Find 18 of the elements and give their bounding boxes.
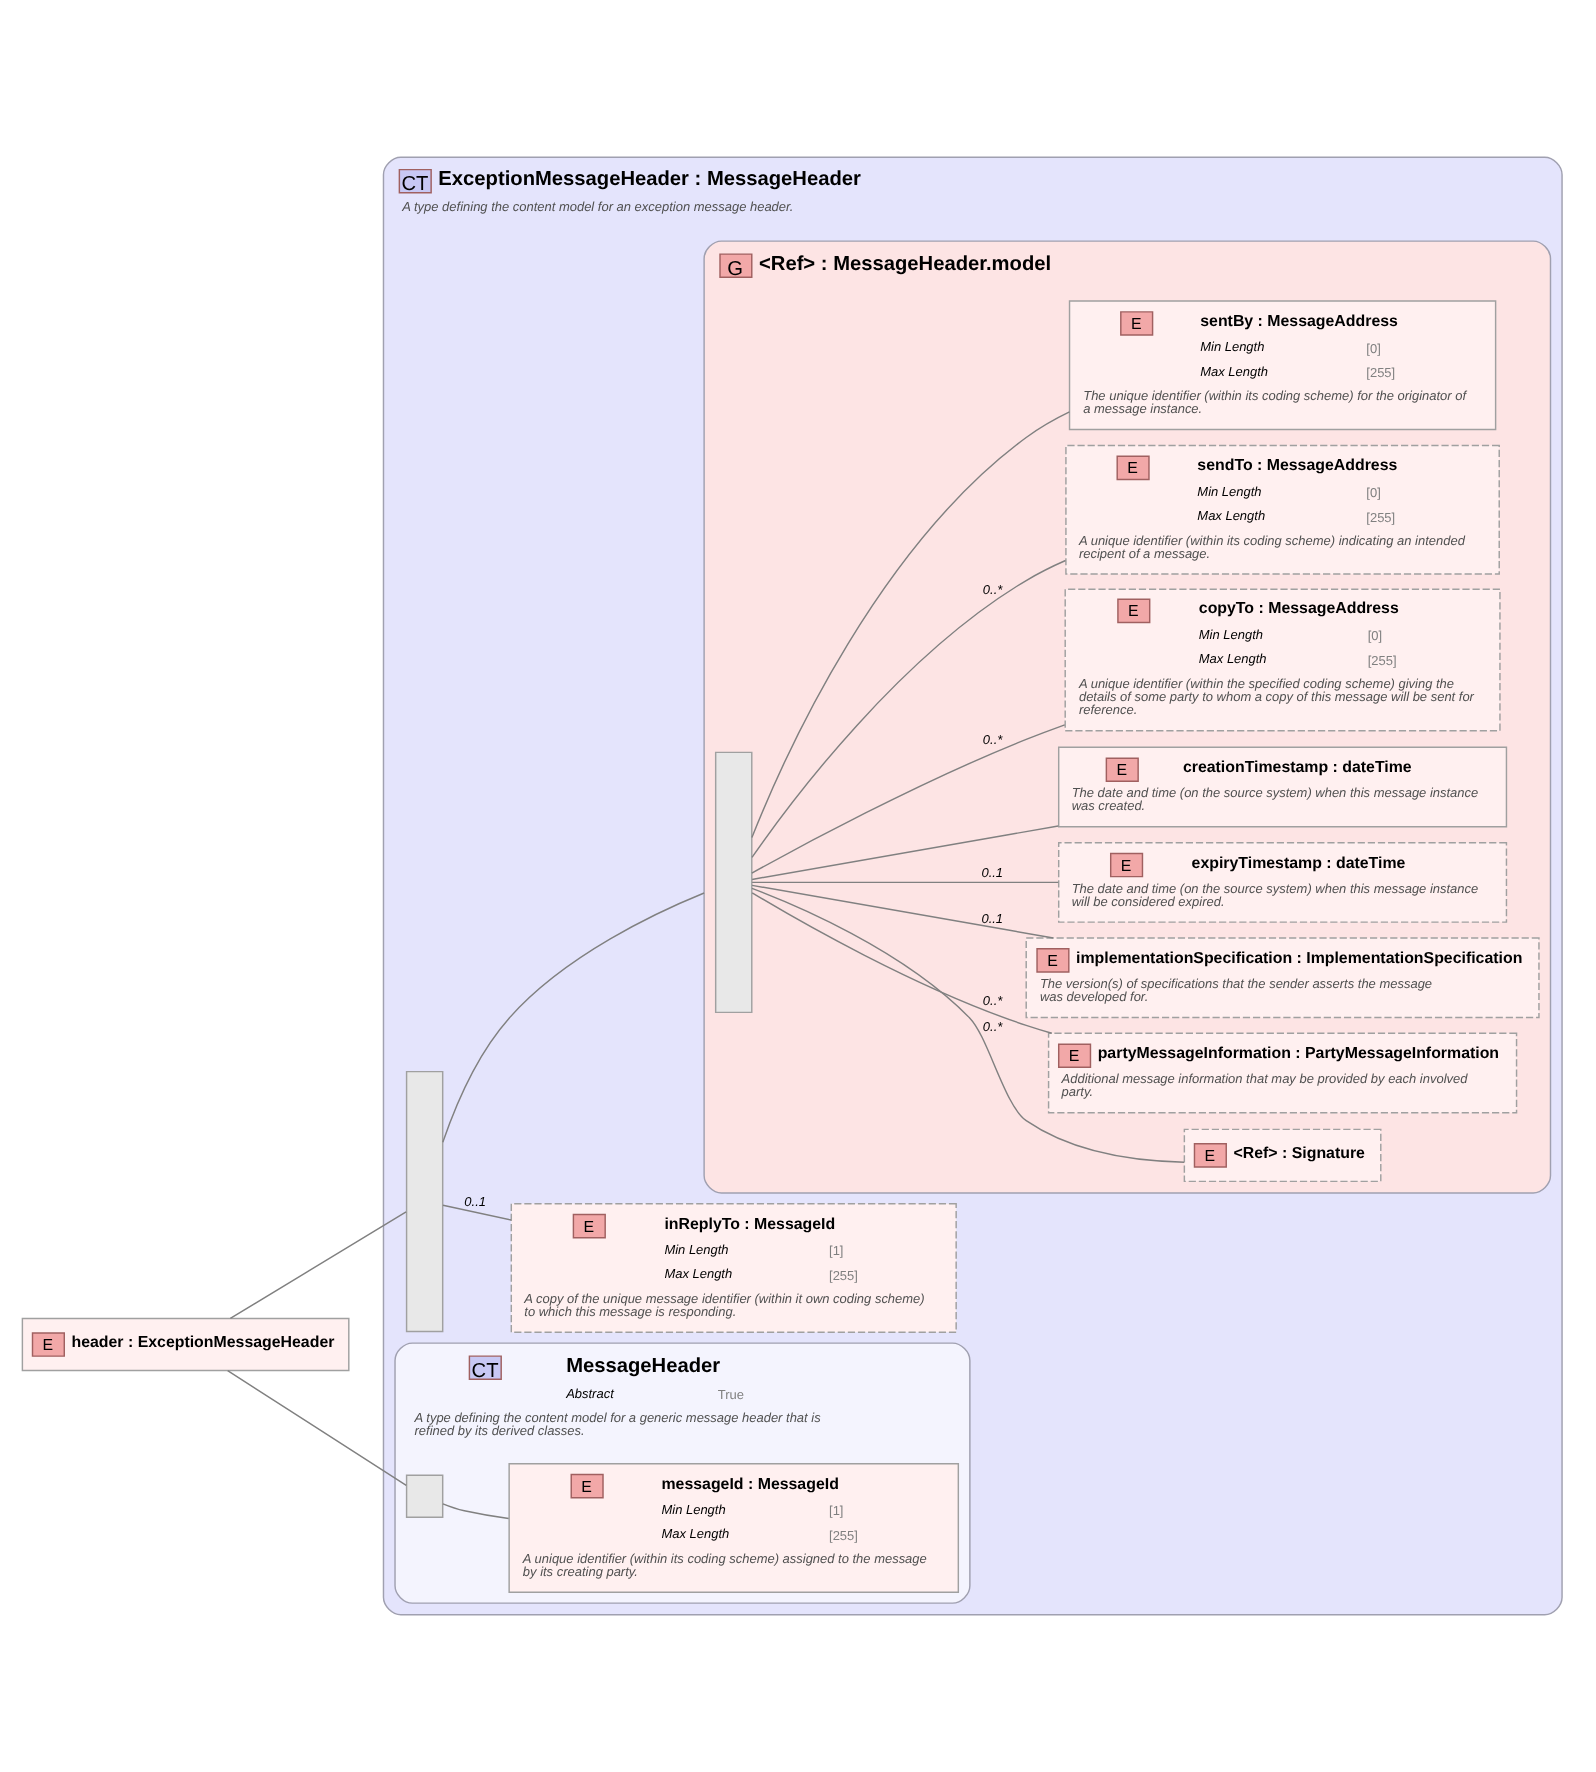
connector xyxy=(751,887,1185,1163)
connector xyxy=(751,825,1059,881)
connector xyxy=(751,559,1067,859)
connector xyxy=(442,892,705,1144)
connector xyxy=(751,411,1071,839)
connector xyxy=(751,892,1053,1034)
connector xyxy=(751,724,1066,874)
connector xyxy=(751,881,1059,884)
node-box xyxy=(714,751,753,1014)
node-box xyxy=(405,1070,444,1333)
connector xyxy=(442,1204,512,1221)
connector xyxy=(226,1369,407,1487)
node-box xyxy=(405,1474,444,1518)
connector xyxy=(442,1503,510,1520)
connector xyxy=(229,1211,407,1320)
connector xyxy=(751,884,1054,939)
node-box: E header : ExceptionMessageHeader xyxy=(21,1317,350,1372)
node-box: E <Ref> : Signature xyxy=(1183,1128,1382,1183)
